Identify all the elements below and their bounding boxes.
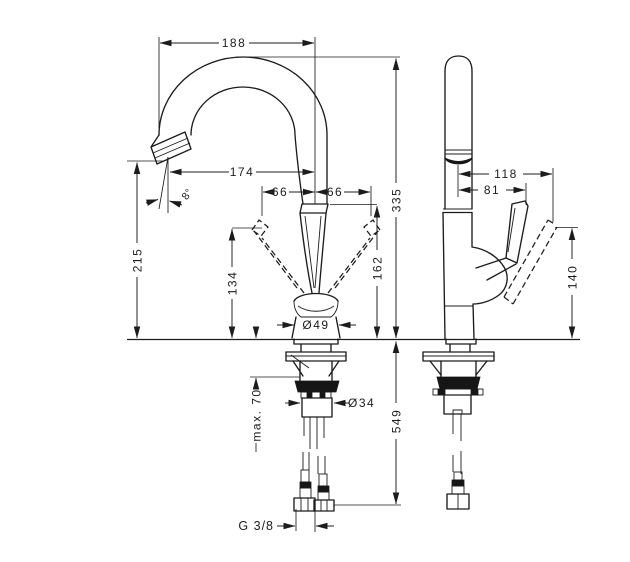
spout-joint [299, 203, 329, 214]
supply-hoses-side [452, 414, 462, 441]
hose-connector-side [446, 471, 470, 510]
dim-label-174: 174 [230, 165, 255, 179]
dim-label-140: 140 [566, 265, 580, 290]
threaded-shank [301, 397, 333, 418]
dim-label-215: 215 [131, 248, 145, 273]
mounting-flange [285, 351, 347, 362]
dim-shank-diameter-34: Ø34 [285, 396, 375, 410]
dim-label-118: 118 [494, 167, 518, 181]
dim-label-o49: Ø49 [302, 318, 329, 332]
handle-swing-dashed [251, 219, 381, 294]
supply-hoses [303, 417, 325, 449]
dim-body-height-162: 162 [371, 205, 385, 339]
side-view-faucet [422, 55, 558, 510]
dim-thread-g38: G 3/8 [238, 509, 334, 533]
dim-label-549: 549 [390, 409, 404, 434]
dim-spout-reach-174: 174 [169, 165, 315, 179]
swivel-seam [444, 157, 473, 165]
handle-lever [505, 200, 529, 264]
dim-side-reach-118: 118 [457, 165, 554, 222]
threaded-shank-side [443, 394, 472, 415]
dim-swivel-66-66: 66 66 [261, 185, 372, 216]
dim-label-8deg: 8° [179, 186, 195, 202]
dim-label-335: 335 [390, 188, 404, 213]
aerator-tip [150, 131, 192, 165]
mounting-nut [294, 380, 340, 393]
spout-outer-arc [158, 56, 328, 205]
dim-label-188: 188 [222, 36, 247, 50]
dim-handle-height-140: 140 [566, 228, 580, 339]
dim-spray-angle-8deg: 8° [145, 156, 196, 213]
dim-label-max70: max. 70 [250, 388, 264, 441]
mounting-nut-side [436, 376, 481, 390]
dim-label-66-left: 66 [272, 185, 288, 199]
dim-handle-reach-81: 81 [458, 183, 527, 205]
front-view-faucet [150, 56, 381, 512]
mounting-flange-side [422, 351, 495, 362]
dim-label-134: 134 [226, 271, 240, 296]
dim-label-81: 81 [484, 183, 500, 197]
dim-max-counter-70: max. 70 [250, 326, 264, 452]
dim-label-162: 162 [371, 256, 385, 281]
spout-inner-arc [190, 86, 304, 205]
hose-connectors-front [293, 469, 335, 512]
dim-label-66-right: 66 [327, 185, 343, 199]
reference-lines [127, 56, 580, 506]
handle-raised-dashed [503, 219, 558, 305]
dim-base-diameter-49: Ø49 [277, 318, 356, 332]
dim-label-g38: G 3/8 [238, 519, 274, 533]
dim-spout-width-188: 188 [158, 36, 316, 204]
handle-front [304, 215, 322, 289]
dim-label-o34: Ø34 [348, 396, 375, 410]
dim-handle-height-134: 134 [226, 228, 240, 339]
dim-outlet-height-215: 215 [131, 162, 145, 339]
dim-overall-height-549: 549 [390, 341, 404, 505]
spout-column [444, 55, 473, 210]
dim-total-height-335: 335 [390, 58, 404, 339]
